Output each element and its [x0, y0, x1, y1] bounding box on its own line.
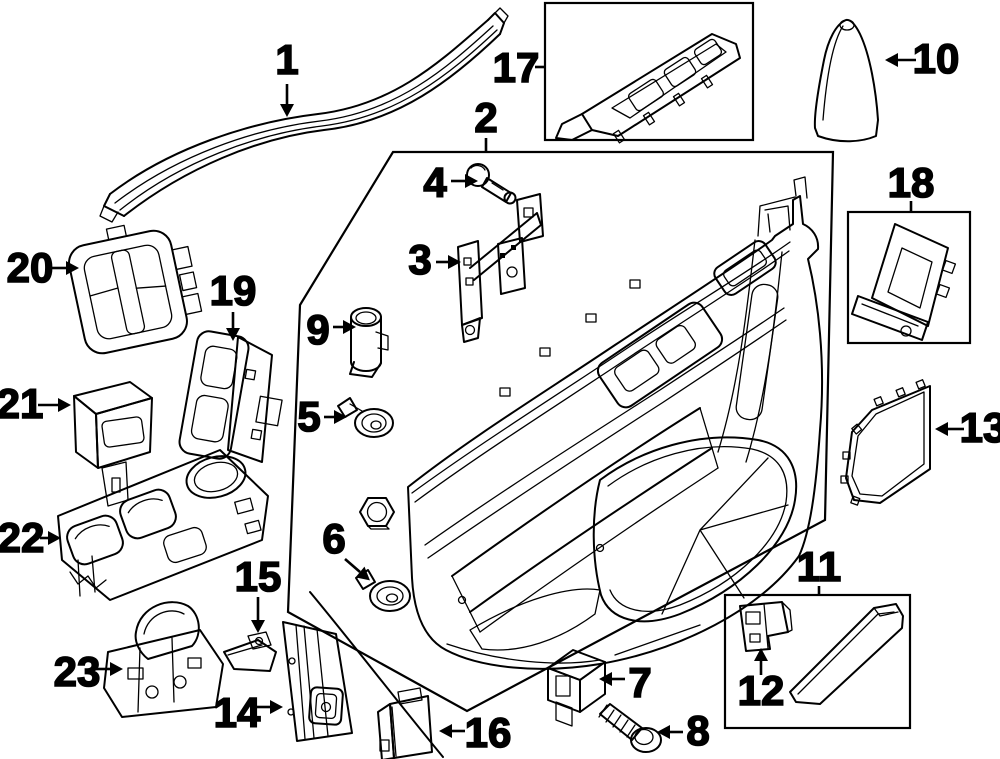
callout-5-label: 5	[297, 393, 320, 440]
callout-20-label: 20	[7, 244, 54, 291]
callout-16: 16	[439, 708, 512, 757]
watershield-panel-part	[840, 379, 931, 506]
retainer-clip-part	[739, 601, 793, 652]
door-trim-panel-part	[407, 176, 824, 670]
callout-10: 10	[885, 34, 960, 83]
armrest-pad-box	[723, 593, 912, 730]
switch-plate-part	[555, 33, 741, 144]
door-panel-boundary-box	[286, 150, 835, 713]
callout-1: 1	[275, 35, 299, 117]
callout-6: 6	[322, 514, 370, 581]
clip-upper-part	[337, 397, 394, 438]
bolt-part	[466, 163, 517, 205]
callout-14-label: 14	[214, 689, 261, 736]
callout-22-label: 22	[0, 514, 44, 561]
callout-17: 17	[492, 43, 545, 92]
switch-assembly-part	[103, 601, 224, 718]
cowl-trim-part	[282, 591, 444, 758]
callout-20: 20	[6, 243, 79, 292]
callout-15: 15	[234, 552, 282, 633]
callout-9: 9	[306, 305, 356, 354]
callout-13: 13	[935, 403, 1000, 452]
callout-11: 11	[796, 542, 842, 595]
switch-plate-box	[543, 1, 755, 144]
window-switch-part	[178, 330, 283, 463]
callout-13-label: 13	[960, 404, 1000, 451]
screw-part	[598, 703, 662, 753]
callout-16-label: 16	[465, 709, 512, 756]
callout-2-label: 2	[474, 94, 497, 141]
callout-18-label: 18	[888, 159, 935, 206]
callout-3: 3	[408, 235, 461, 284]
callout-14: 14	[213, 688, 283, 737]
grommet-part	[349, 307, 389, 378]
callout-21-label: 21	[0, 380, 43, 427]
callout-18: 18	[887, 158, 935, 212]
small-switch-part	[73, 381, 153, 507]
corner-bracket-part	[377, 687, 433, 759]
door-edge-sweep-line	[309, 591, 444, 758]
callout-23-label: 23	[54, 648, 101, 695]
bracket-part	[457, 193, 544, 343]
bracket-box	[846, 210, 972, 345]
cube-clip-part	[547, 649, 606, 727]
callout-17-label: 17	[493, 44, 540, 91]
sail-panel-part	[813, 18, 879, 143]
callout-23: 23	[53, 647, 123, 696]
switch-bezel-part	[68, 224, 203, 355]
callout-19: 19	[209, 266, 257, 341]
callout-15-label: 15	[235, 553, 282, 600]
callout-3-label: 3	[408, 236, 431, 283]
callout-9-label: 9	[306, 306, 329, 353]
callout-4-label: 4	[423, 159, 447, 206]
callout-12: 12	[737, 648, 785, 715]
callout-6-label: 6	[322, 515, 345, 562]
callout-22: 22	[0, 513, 61, 562]
hex-nut-part	[359, 497, 395, 530]
callout-8: 8	[657, 706, 710, 755]
callout-5: 5	[297, 392, 347, 441]
callout-7-label: 7	[628, 659, 651, 706]
callout-11-label: 11	[797, 543, 841, 590]
callout-21: 21	[0, 379, 71, 428]
armrest-pad-part	[789, 603, 904, 705]
callout-19-label: 19	[210, 267, 257, 314]
wedge-clip-part	[223, 631, 277, 672]
callout-4: 4	[423, 158, 478, 207]
callout-10-label: 10	[913, 35, 960, 82]
callout-1-label: 1	[275, 36, 298, 83]
weatherstrip-part	[99, 7, 509, 223]
clip-lower-part	[355, 569, 411, 612]
door-bracket-part	[851, 223, 957, 341]
callout-7: 7	[599, 658, 652, 707]
callout-8-label: 8	[686, 707, 709, 754]
callout-2: 2	[474, 93, 498, 152]
master-switch-part	[57, 449, 269, 601]
